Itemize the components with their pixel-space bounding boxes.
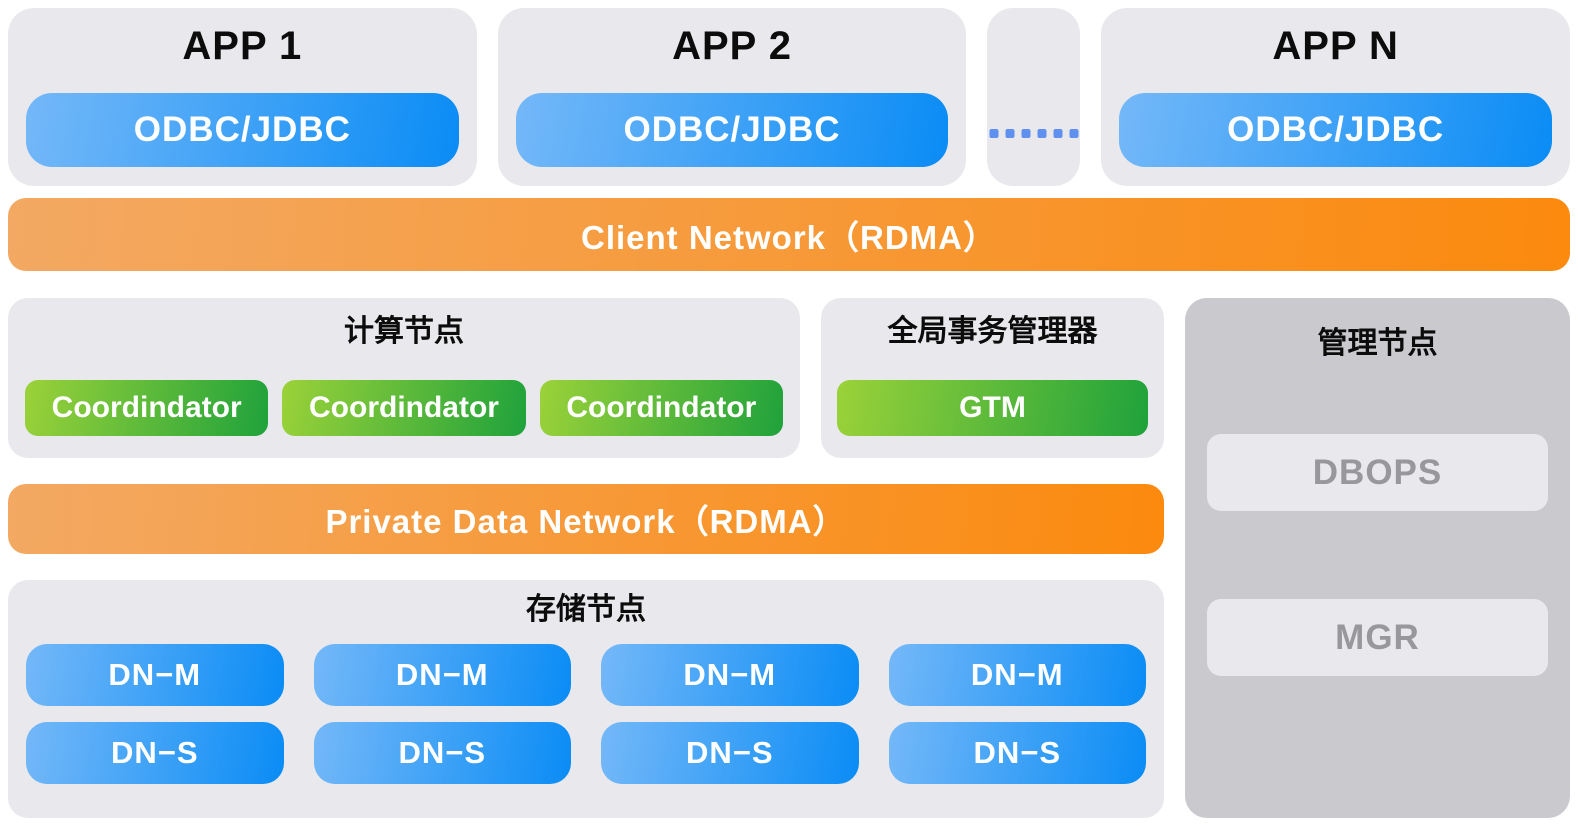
coordinator-block: Coordindator <box>539 380 783 436</box>
app-layer: APP 1 ODBC/JDBC APP 2 ODBC/JDBC APP N OD… <box>8 8 1571 186</box>
storage-node-panel: 存储节点 DN−M DN−M DN−M DN−M DN−S DN−S DN−S … <box>8 580 1164 818</box>
app-title: APP N <box>1272 24 1399 68</box>
gtm-row: GTM <box>837 380 1148 436</box>
dn-master-block: DN−M <box>888 644 1146 706</box>
compute-panel-title: 计算节点 <box>344 315 464 348</box>
dn-standby-block: DN−S <box>313 722 571 784</box>
app-panel-2: APP 2 ODBC/JDBC <box>497 8 967 186</box>
gtm-block: GTM <box>837 380 1148 436</box>
main-area: 计算节点 Coordindator Coordindator Coordinda… <box>8 298 1570 818</box>
client-network-banner: Client Network（RDMA） <box>8 198 1570 271</box>
coordinator-block: Coordindator <box>282 380 526 436</box>
odbc-jdbc-block: ODBC/JDBC <box>515 93 949 167</box>
dn-master-block: DN−M <box>26 644 284 706</box>
mgr-block: MGR <box>1207 599 1548 676</box>
datanode-grid: DN−M DN−M DN−M DN−M DN−S DN−S DN−S DN−S <box>24 644 1148 784</box>
dbops-block: DBOPS <box>1207 434 1548 511</box>
odbc-jdbc-block: ODBC/JDBC <box>1119 93 1553 167</box>
dn-standby-block: DN−S <box>26 722 284 784</box>
dn-master-block: DN−M <box>601 644 859 706</box>
odbc-jdbc-block: ODBC/JDBC <box>26 93 459 167</box>
app-title: APP 2 <box>672 24 792 68</box>
management-panel-title: 管理节点 <box>1317 327 1438 360</box>
management-node-panel: 管理节点 DBOPS MGR <box>1185 298 1570 818</box>
gtm-panel-title: 全局事务管理器 <box>887 315 1098 348</box>
data-plane-column: 计算节点 Coordindator Coordindator Coordinda… <box>8 298 1164 818</box>
coordinator-row: Coordindator Coordindator Coordindator <box>25 380 783 436</box>
dn-master-block: DN−M <box>313 644 571 706</box>
app-ellipsis-panel <box>987 8 1081 186</box>
private-network-banner: Private Data Network（RDMA） <box>8 484 1164 554</box>
gtm-panel: 全局事务管理器 GTM <box>821 298 1164 458</box>
compute-layer: 计算节点 Coordindator Coordindator Coordinda… <box>8 298 1164 458</box>
app-panel-1: APP 1 ODBC/JDBC <box>8 8 477 186</box>
app-panel-n: APP N ODBC/JDBC <box>1101 8 1571 186</box>
coordinator-block: Coordindator <box>25 380 269 436</box>
dn-standby-block: DN−S <box>601 722 859 784</box>
ellipsis-dots-icon <box>989 129 1079 138</box>
compute-node-panel: 计算节点 Coordindator Coordindator Coordinda… <box>8 298 800 458</box>
app-title: APP 1 <box>182 24 303 68</box>
dn-standby-block: DN−S <box>888 722 1146 784</box>
storage-panel-title: 存储节点 <box>526 593 646 626</box>
